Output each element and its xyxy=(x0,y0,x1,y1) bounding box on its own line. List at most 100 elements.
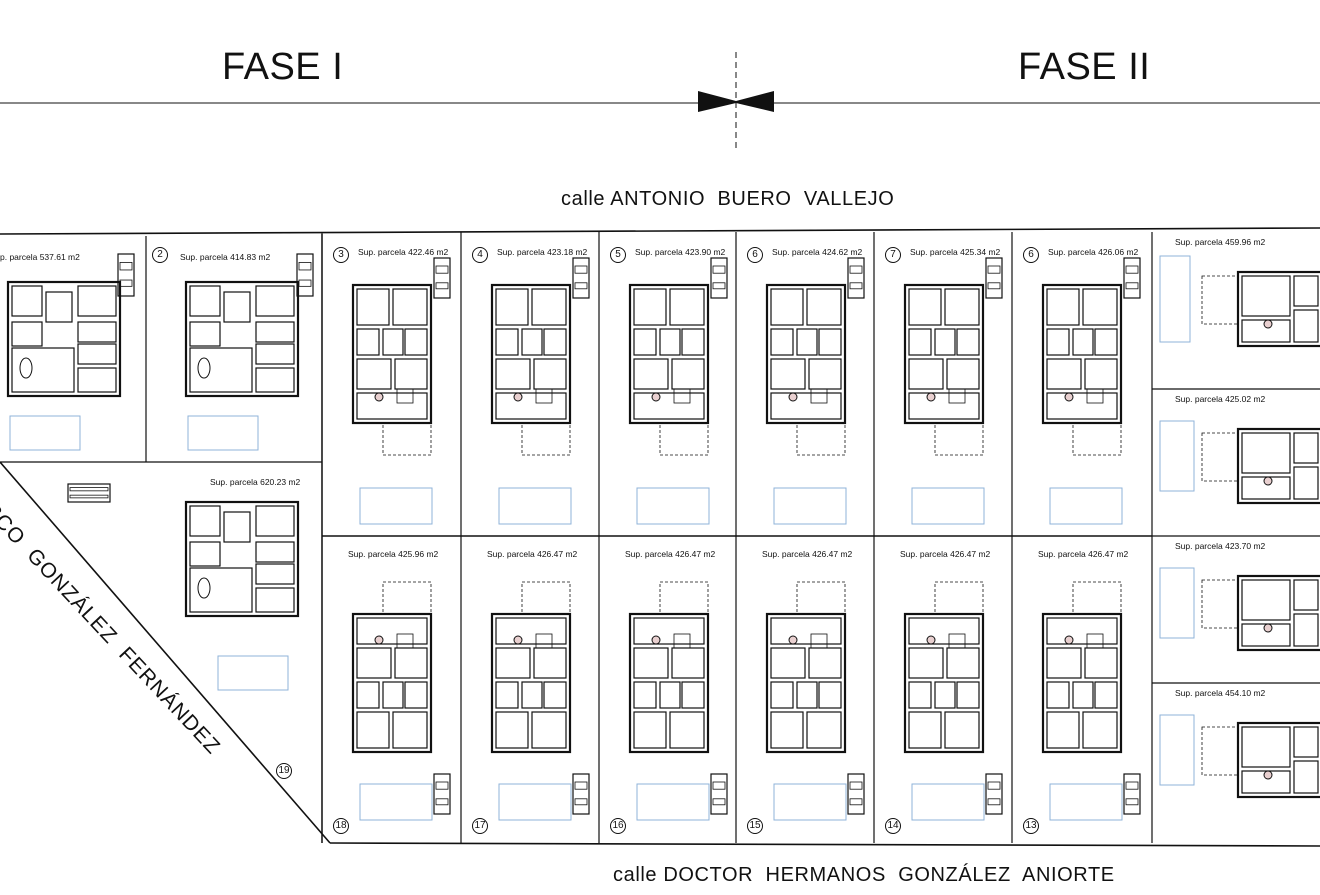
fireplace xyxy=(513,635,523,645)
room xyxy=(223,291,251,323)
car-rear-window xyxy=(435,798,449,806)
room xyxy=(189,321,221,347)
room xyxy=(1293,466,1319,500)
base-lines xyxy=(0,52,1320,847)
car-rear-window xyxy=(987,282,1001,290)
car-icon xyxy=(1123,257,1141,299)
terrace xyxy=(1072,422,1122,456)
car-rear-window xyxy=(1125,282,1139,290)
room xyxy=(543,328,567,356)
room xyxy=(1293,309,1319,343)
phase-2-label: FASE II xyxy=(1018,46,1151,88)
parcel-number: 3 xyxy=(333,247,349,263)
fireplace xyxy=(1263,476,1273,486)
diagonal-street-edge xyxy=(0,461,331,844)
car-icon xyxy=(433,257,451,299)
parcel-area-label: Sup. parcela 423.70 m2 xyxy=(1175,541,1266,551)
room xyxy=(495,617,567,645)
room xyxy=(533,647,567,679)
pool-outline xyxy=(636,487,710,525)
car-rear-window xyxy=(574,798,588,806)
room xyxy=(11,347,75,393)
car-body xyxy=(433,773,451,815)
car-icon xyxy=(847,257,865,299)
room xyxy=(796,681,818,709)
parcel-area-label: Sup. parcela 426.47 m2 xyxy=(900,549,991,559)
room xyxy=(535,633,553,649)
street-top-prefix: calle xyxy=(561,188,606,210)
room xyxy=(770,392,842,420)
parcel-area-label: Sup. parcela 459.96 m2 xyxy=(1175,237,1266,247)
room xyxy=(806,711,842,749)
room xyxy=(908,288,942,326)
room xyxy=(189,285,221,317)
fireplace xyxy=(374,635,384,645)
room xyxy=(1241,726,1291,768)
parcel-area-label: Sup. parcela 424.62 m2 xyxy=(772,247,863,257)
room xyxy=(255,285,295,317)
room xyxy=(255,321,295,343)
house-floorplan xyxy=(351,283,433,456)
car-body xyxy=(117,253,135,297)
car-icon xyxy=(710,257,728,299)
room xyxy=(1236,574,1320,652)
car-body xyxy=(710,257,728,299)
room xyxy=(356,328,380,356)
room xyxy=(495,711,529,749)
room xyxy=(184,500,300,618)
pool-outline xyxy=(911,783,985,821)
room xyxy=(1041,612,1123,754)
terrace xyxy=(659,581,709,615)
room xyxy=(356,617,428,645)
room xyxy=(45,291,73,323)
plot-layer xyxy=(0,232,1320,843)
room xyxy=(356,358,392,390)
parcel-area-label: Sup. parcela 620.23 m2 xyxy=(210,477,301,487)
room xyxy=(1046,617,1118,645)
car-body xyxy=(433,257,451,299)
pool-outline xyxy=(911,487,985,525)
room xyxy=(944,711,980,749)
room xyxy=(356,711,390,749)
room xyxy=(382,681,404,709)
room xyxy=(533,358,567,390)
pool-outline xyxy=(773,783,847,821)
room xyxy=(396,633,414,649)
room xyxy=(351,612,433,754)
fireplace xyxy=(651,635,661,645)
car-icon xyxy=(433,773,451,815)
room xyxy=(255,563,295,585)
car-icon xyxy=(985,773,1003,815)
street-bottom-name: DOCTOR HERMANOS GONZÁLEZ ANIORTE xyxy=(663,864,1115,886)
car-body xyxy=(572,257,590,299)
car-icon xyxy=(572,773,590,815)
room xyxy=(770,711,804,749)
car-body xyxy=(985,257,1003,299)
room xyxy=(1086,633,1104,649)
parcel-area-label: Sup. parcela 414.83 m2 xyxy=(180,252,271,262)
room xyxy=(521,681,543,709)
phase-1-label: FASE I xyxy=(222,46,344,88)
car-windshield xyxy=(712,781,726,790)
fireplace xyxy=(788,392,798,402)
room xyxy=(946,358,980,390)
car-windshield xyxy=(987,781,1001,790)
room xyxy=(1236,427,1320,505)
house-floorplan xyxy=(351,581,433,754)
room xyxy=(1094,328,1118,356)
room xyxy=(1082,711,1118,749)
room xyxy=(396,388,414,404)
room xyxy=(1293,275,1319,307)
house-floorplan xyxy=(1201,574,1320,652)
terrace xyxy=(1072,581,1122,615)
room xyxy=(770,328,794,356)
pool-outline xyxy=(1159,420,1195,492)
room xyxy=(521,328,543,356)
terrace xyxy=(521,581,571,615)
terrace xyxy=(382,581,432,615)
car-windshield xyxy=(987,265,1001,274)
car-body xyxy=(296,253,314,297)
room xyxy=(1046,681,1070,709)
car-rear-window xyxy=(849,282,863,290)
room xyxy=(633,647,669,679)
